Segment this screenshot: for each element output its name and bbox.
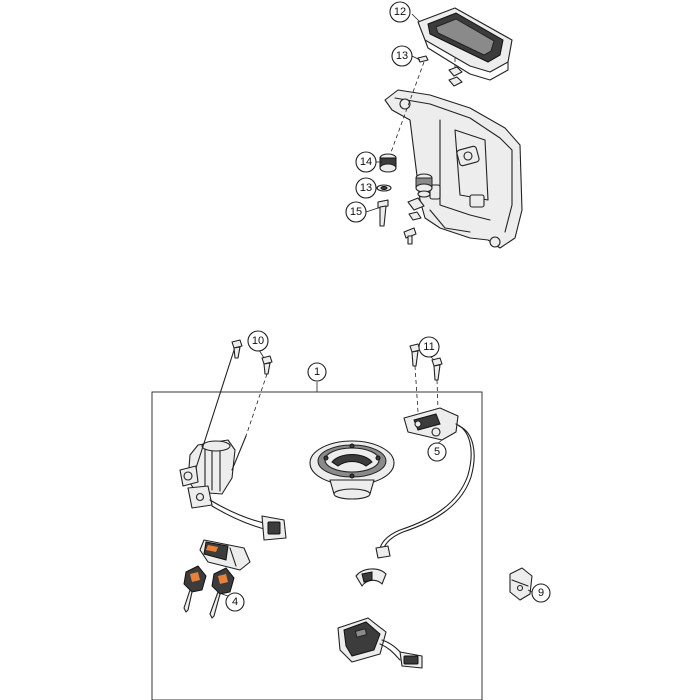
callout-label: 5	[434, 446, 440, 458]
callout-9: 9	[531, 583, 551, 603]
callout-label: 11	[423, 341, 434, 353]
ignition-cable-plug	[209, 499, 287, 541]
mounting-screw-upper	[448, 58, 463, 87]
callout-15: 15	[345, 201, 367, 223]
ignition-screws	[231, 339, 273, 437]
callout-label: 1	[314, 366, 320, 378]
seat-lock-bracket	[403, 407, 459, 441]
callout-13-upper: 13	[391, 45, 413, 67]
callout-4: 4	[225, 592, 245, 612]
transponder-unit	[199, 539, 251, 571]
callout-label: 9	[538, 587, 544, 599]
callout-11: 11	[418, 336, 440, 358]
callout-5: 5	[427, 442, 447, 462]
washer-lower	[376, 184, 392, 192]
callout-10: 10	[247, 330, 269, 352]
ignition-lock	[179, 343, 247, 509]
seat-lock-screws	[409, 343, 443, 413]
callout-13-lower: 13	[355, 177, 377, 199]
instrument-cluster	[417, 7, 513, 81]
mounting-screw-lower	[403, 227, 417, 245]
leader-lines	[221, 13, 533, 597]
callout-label: 4	[232, 596, 238, 608]
callout-1: 1	[307, 362, 327, 382]
callout-label: 10	[252, 335, 264, 347]
fuel-tank-cap	[309, 440, 395, 500]
callout-label: 12	[394, 6, 406, 18]
bolt	[377, 199, 389, 227]
control-unit	[337, 617, 423, 669]
callout-label: 14	[360, 156, 372, 168]
mounting-bracket-small	[509, 567, 533, 601]
key-left	[183, 565, 207, 613]
washer-upper	[417, 55, 429, 63]
callout-label: 13	[360, 182, 372, 194]
callout-label: 15	[350, 206, 362, 218]
key-right	[209, 567, 235, 619]
seat-lock-cable	[375, 423, 475, 559]
cable-clip	[355, 568, 387, 587]
callout-14: 14	[355, 151, 377, 173]
callout-12: 12	[389, 1, 411, 23]
rubber-damper	[379, 153, 397, 173]
callout-label: 13	[396, 50, 408, 62]
dashboard-bracket	[384, 89, 523, 249]
rubber-grommets	[407, 173, 433, 221]
